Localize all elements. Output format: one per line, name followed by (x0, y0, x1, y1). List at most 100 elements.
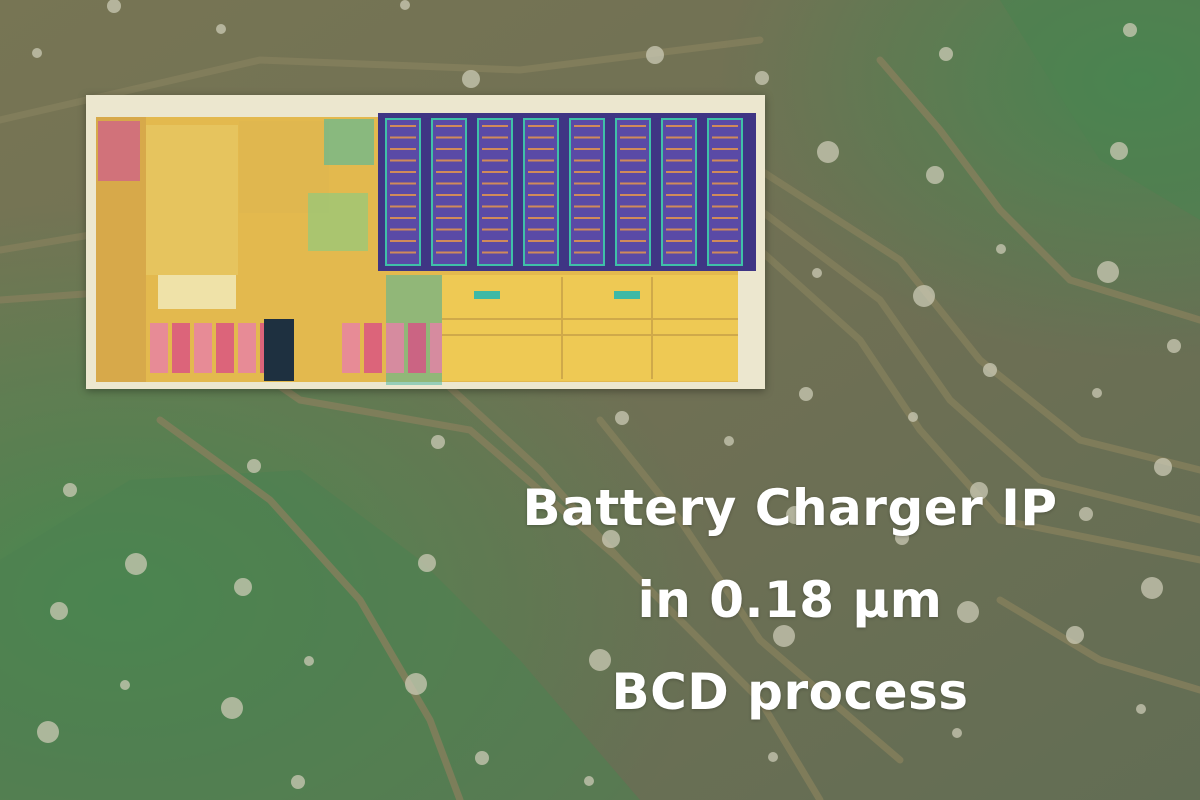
memory-row-line (482, 194, 508, 196)
pcb-via (291, 775, 305, 789)
pcb-via (983, 363, 997, 377)
pcb-via (773, 625, 795, 647)
memory-row-line (390, 228, 416, 231)
memory-row-line (482, 148, 508, 150)
pcb-via (431, 435, 445, 449)
pcb-via (63, 483, 77, 497)
headline-line-1: Battery Charger IP (522, 479, 1058, 537)
memory-row-line (712, 171, 738, 173)
pcb-via (724, 436, 734, 446)
chip-die-photo (86, 95, 765, 389)
memory-row-line (712, 148, 738, 150)
memory-row-line (528, 251, 554, 254)
memory-row-line (436, 251, 462, 254)
memory-row-line (436, 159, 462, 162)
pcb-via (970, 482, 988, 500)
memory-row-line (528, 125, 554, 127)
memory-row-line (620, 251, 646, 254)
memory-row-line (390, 251, 416, 254)
memory-row-line (436, 148, 462, 150)
memory-row-line (666, 136, 692, 139)
memory-row-line (528, 159, 554, 162)
memory-row-line (712, 217, 738, 219)
pcb-via (1123, 23, 1137, 37)
pcb-via (216, 24, 226, 34)
memory-row-line (390, 125, 416, 127)
memory-row-line (666, 251, 692, 254)
pcb-via (602, 530, 620, 548)
pcb-via (1167, 339, 1181, 353)
pcb-via (418, 554, 436, 572)
memory-row-line (712, 136, 738, 139)
memory-row-line (574, 251, 600, 254)
memory-row-line (482, 159, 508, 162)
pcb-via (939, 47, 953, 61)
io-pad (408, 323, 426, 373)
memory-row-line (390, 148, 416, 150)
memory-row-line (528, 217, 554, 219)
memory-row-line (528, 182, 554, 185)
memory-row-line (620, 240, 646, 242)
pcb-trace (0, 36, 764, 124)
memory-row-line (436, 136, 462, 139)
pcb-via (1136, 704, 1146, 714)
memory-row-line (390, 194, 416, 196)
io-pad (150, 323, 168, 373)
io-pad (238, 323, 256, 373)
pcb-trace (876, 56, 1200, 324)
memory-row-line (390, 217, 416, 219)
pcb-via (589, 649, 611, 671)
io-pad (194, 323, 212, 373)
pcb-via (221, 697, 243, 719)
memory-row-line (482, 240, 508, 242)
memory-row-line (574, 240, 600, 242)
pcb-via (895, 531, 909, 545)
memory-row-line (528, 136, 554, 139)
pcb-via (1154, 458, 1172, 476)
headline-line-3: BCD process (611, 663, 969, 721)
pcb-via (462, 70, 480, 88)
pcb-via (1079, 507, 1093, 521)
pcb-via (234, 578, 252, 596)
pcb-via (304, 656, 314, 666)
memory-row-line (666, 171, 692, 173)
memory-array-blocks (385, 118, 743, 266)
pcb-via (812, 268, 822, 278)
memory-row-line (666, 240, 692, 242)
pcb-via (1141, 577, 1163, 599)
memory-column (477, 118, 513, 266)
pcb-via (799, 387, 813, 401)
memory-column (431, 118, 467, 266)
memory-row-line (528, 148, 554, 150)
memory-row-line (620, 125, 646, 127)
io-pad (216, 323, 234, 373)
pcb-trace (156, 416, 464, 800)
pcb-via (926, 166, 944, 184)
pcb-trace (756, 246, 1200, 564)
memory-row-line (574, 159, 600, 162)
memory-row-line (620, 217, 646, 219)
memory-row-line (666, 182, 692, 185)
memory-row-line (574, 148, 600, 150)
memory-row-line (666, 148, 692, 150)
pcb-via (1066, 626, 1084, 644)
pcb-via (475, 751, 489, 765)
memory-row-line (436, 194, 462, 196)
memory-row-line (482, 136, 508, 139)
memory-row-line (436, 171, 462, 173)
memory-row-line (528, 228, 554, 231)
memory-row-line (666, 205, 692, 208)
pcb-via (1110, 142, 1128, 160)
memory-row-line (436, 228, 462, 231)
memory-row-line (620, 171, 646, 173)
io-pad (386, 323, 404, 373)
headline: Battery Charger IP in 0.18 µm BCD proces… (440, 462, 1140, 738)
memory-row-line (436, 217, 462, 219)
memory-row-line (666, 217, 692, 219)
memory-row-line (482, 171, 508, 173)
memory-row-line (574, 125, 600, 127)
pcb-vias (32, 0, 1181, 789)
pcb-trace (996, 596, 1200, 694)
memory-row-line (528, 240, 554, 242)
memory-row-line (666, 194, 692, 196)
